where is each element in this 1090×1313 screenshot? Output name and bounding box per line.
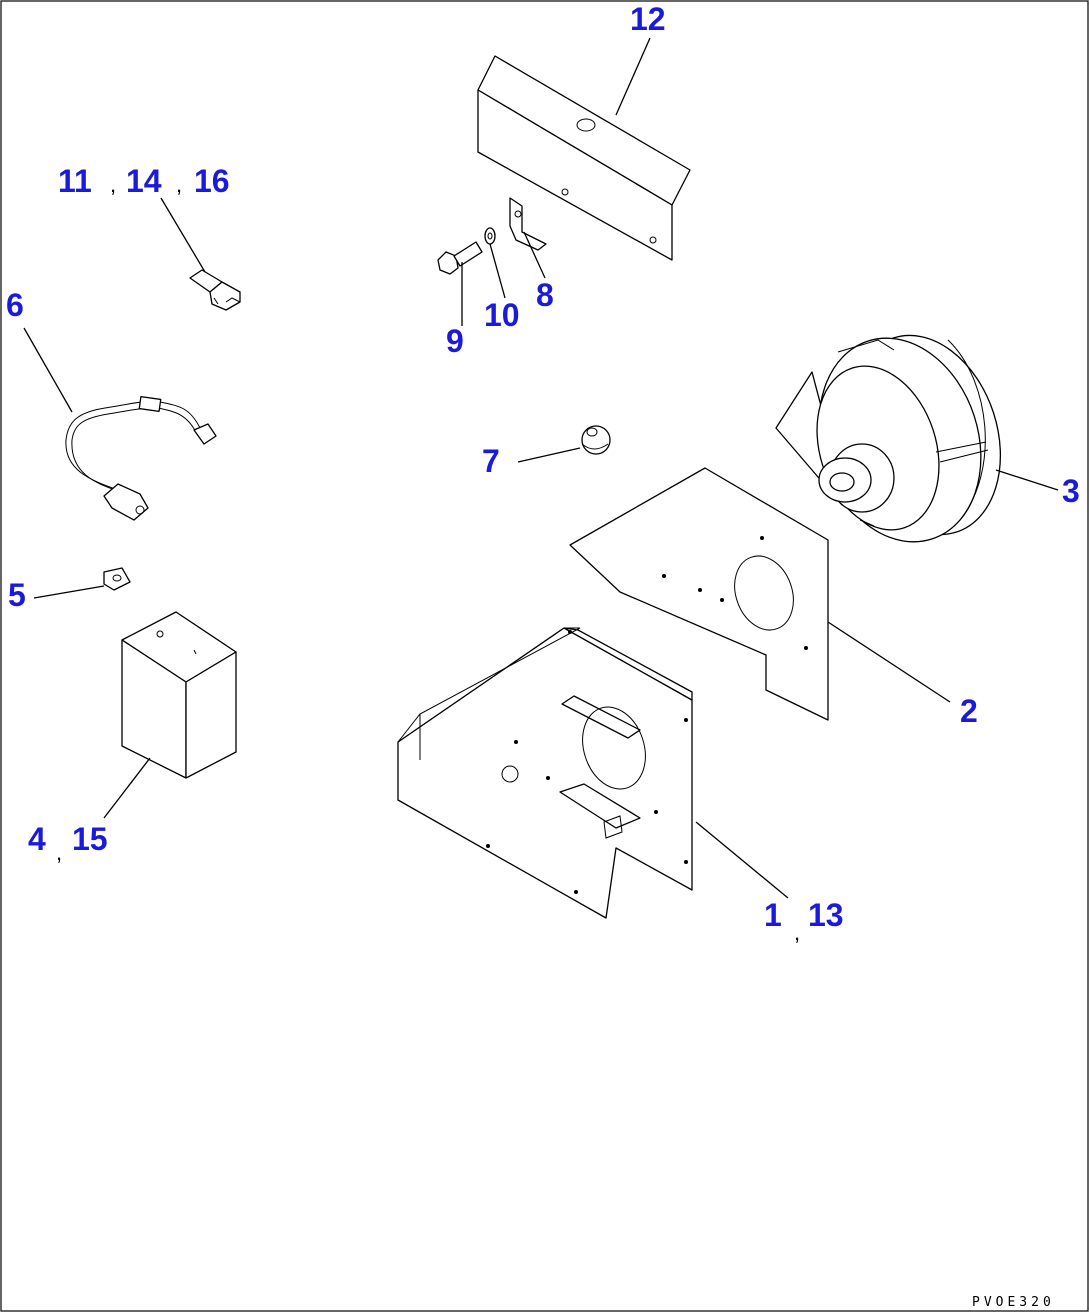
part-1-13-housing [397,627,693,919]
part-11-14-16-switch [189,269,241,311]
part-2-mounting-plate [569,467,829,721]
separator: , [56,840,62,865]
leader-1-13 [695,821,789,899]
callout-1: 1 [764,897,782,933]
callout-14: 14 [126,163,162,199]
part-9-bolt [437,241,483,275]
callout-13: 13 [808,897,844,933]
separator: , [176,172,182,197]
callout-6: 6 [6,287,24,323]
leader-2 [827,621,951,703]
callout-3: 3 [1062,473,1080,509]
leader-11-14-16 [160,197,206,273]
part-12-cover-plate [477,55,691,261]
part-10-washer [484,227,496,245]
callout-4: 4 [28,821,46,857]
part-3-fan-motor [775,334,1002,543]
callout-5: 5 [8,577,26,613]
callout-16: 16 [194,163,230,199]
callout-9: 9 [446,323,464,359]
leader-4-15 [103,757,151,819]
separator: , [794,920,800,945]
part-6-wire-harness [65,396,217,521]
callout-15: 15 [72,821,108,857]
part-8-clip [509,197,547,251]
callout-10: 10 [484,297,520,333]
part-4-15-box [121,611,237,779]
callout-11: 11 [58,163,92,199]
leader-8 [523,231,546,279]
leader-3 [995,469,1059,491]
separator: , [110,172,116,197]
part-5-nut [103,567,131,591]
callout-2: 2 [960,693,978,729]
drawing-code: PVOE320 [972,1295,1055,1310]
callout-12: 12 [630,1,666,37]
leader-10 [489,243,506,299]
part-7-grommet [581,425,611,455]
leader-5 [33,585,105,599]
leader-12 [615,37,651,116]
callout-8: 8 [536,277,554,313]
leader-6 [23,327,73,413]
callout-7: 7 [482,443,500,479]
leader-7 [517,447,581,463]
